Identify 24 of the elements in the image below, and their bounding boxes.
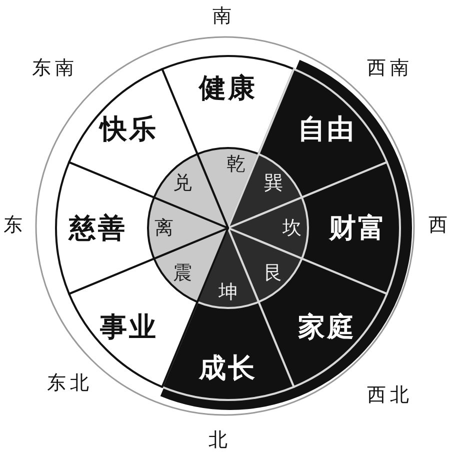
direction-label: 东北 [47,371,93,396]
sector-label: 事业 [100,310,158,345]
trigram-label: 坎 [282,216,302,241]
trigram-label: 离 [154,216,174,241]
direction-label: 西 [428,213,452,238]
sector-label: 快乐 [100,113,158,147]
direction-label: 东南 [32,56,78,81]
direction-label: 北 [208,428,232,453]
direction-label: 东 [4,213,26,238]
sector-label: 家庭 [298,310,356,345]
trigram-label: 震 [173,261,192,286]
direction-label: 西北 [367,383,413,408]
trigram-label: 坤 [218,280,238,305]
sector-label: 慈善 [69,212,127,246]
trigram-label: 兑 [173,170,192,196]
trigram-label: 乾 [226,152,246,178]
sector-label: 成长 [199,352,257,386]
trigram-label: 巽 [264,170,283,196]
direction-label: 南 [212,4,236,29]
trigram-label: 艮 [264,261,283,286]
direction-label: 西南 [367,56,413,81]
sector-label: 健康 [199,72,257,106]
sector-label: 财富 [329,212,387,246]
sector-label: 自由 [298,113,356,147]
